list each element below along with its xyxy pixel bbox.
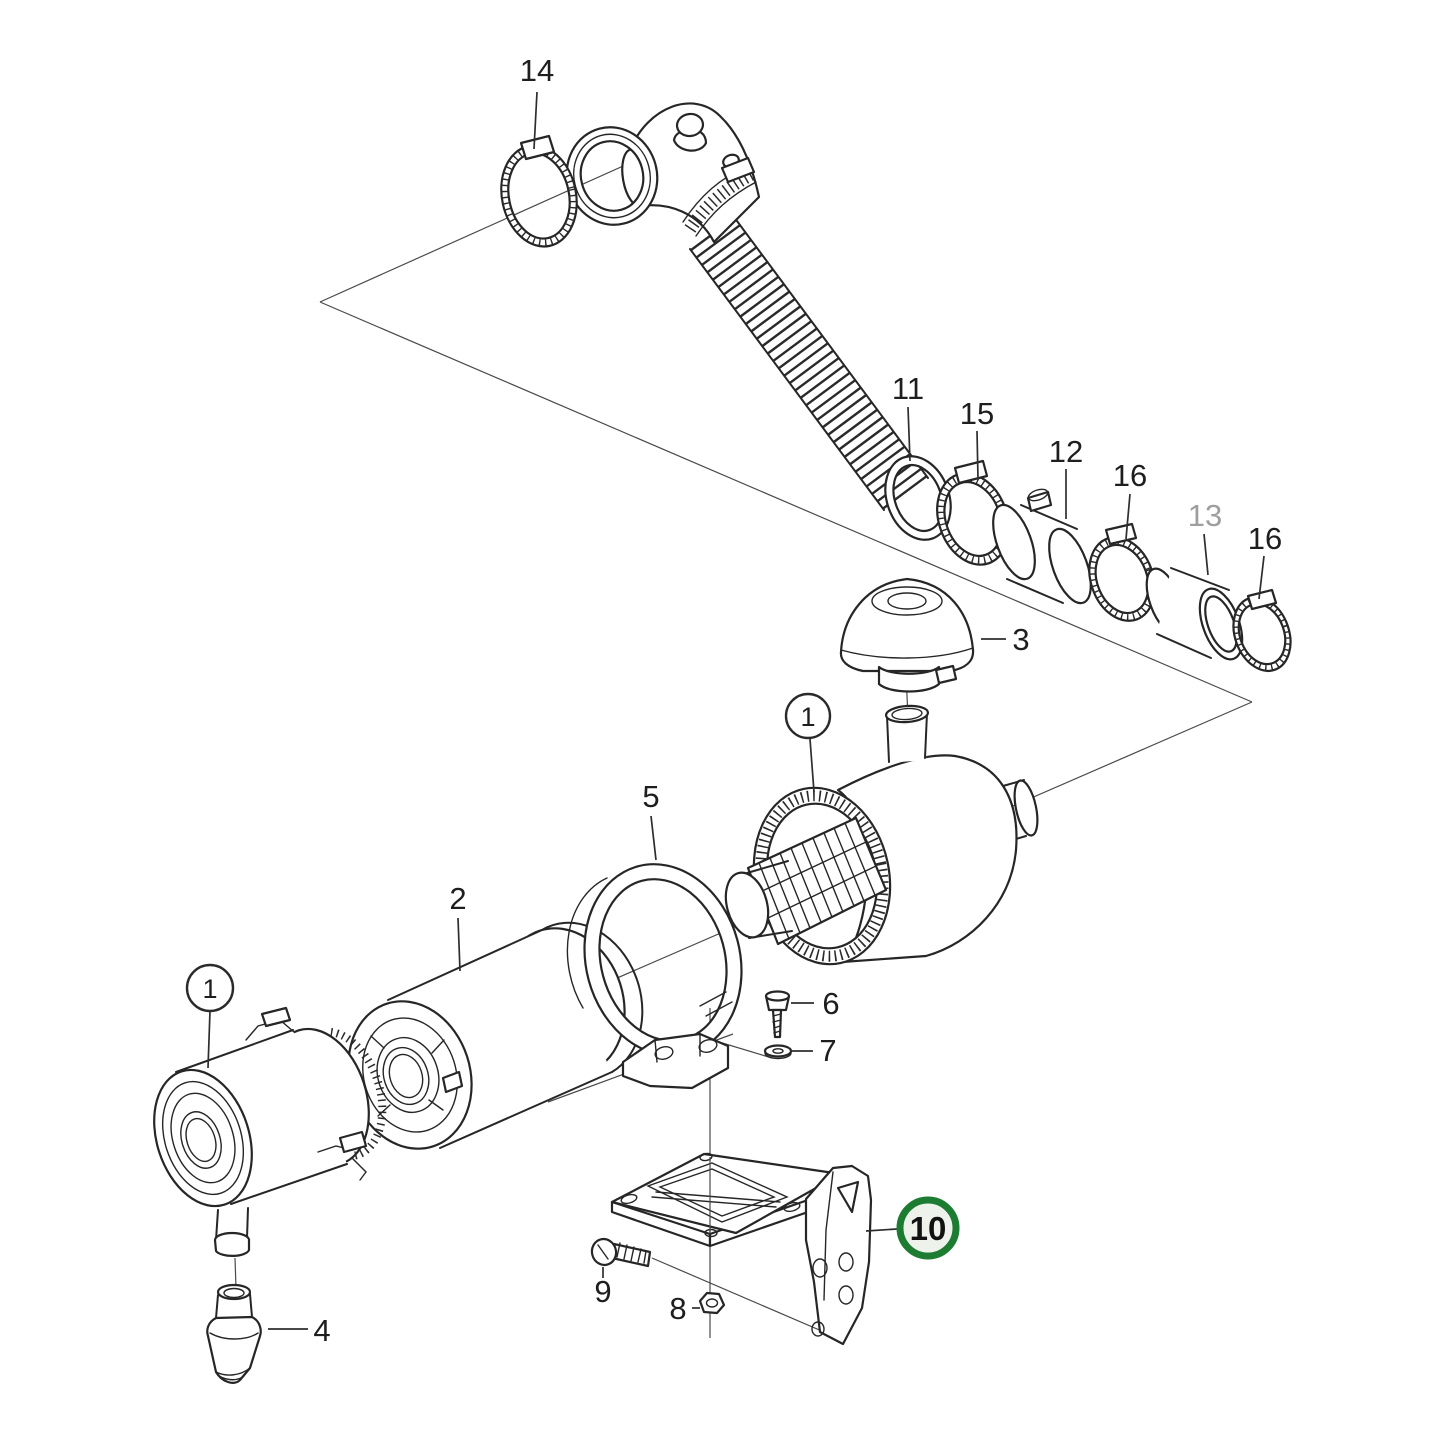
highlighted-part-badge[interactable]: 10: [896, 1196, 960, 1260]
bolt-6: [764, 990, 791, 1039]
latch-clip-right: [317, 1130, 368, 1181]
callout-labels: 14 11 15 12 16 13 16 3 5 2 6 7 9 8 4: [313, 53, 1282, 1348]
mounting-clamp-5: [566, 863, 743, 1090]
drain-spout: [213, 1207, 251, 1257]
hose-clamp-16b: [1232, 588, 1292, 672]
hose-clamp-elbow: [682, 156, 757, 237]
clamp-foot: [621, 1032, 730, 1090]
filter-housing-canister: [724, 704, 1039, 966]
washer-7: [763, 1044, 793, 1060]
callout-16a: 16: [1113, 458, 1147, 493]
latch-clip-top: [245, 1006, 295, 1041]
connector-sleeve-12: [992, 488, 1092, 605]
highlight-circle[interactable]: [896, 1196, 960, 1260]
rain-cap-3: [839, 577, 975, 693]
callout-9: 9: [594, 1274, 611, 1309]
highlighted-part-label[interactable]: 10: [910, 1210, 947, 1247]
callout-5: 5: [642, 779, 659, 814]
callout-14: 14: [520, 53, 554, 88]
callout-15: 15: [960, 396, 994, 431]
mounting-bracket-10: [610, 1152, 873, 1346]
dust-ejector-valve-4: [206, 1283, 262, 1384]
callout-leaders: [268, 91, 1265, 1330]
elbow-port-cap: [672, 112, 708, 152]
nut-8: [698, 1291, 726, 1315]
callout-12: 12: [1049, 434, 1083, 469]
callout-7: 7: [819, 1033, 836, 1068]
callout-4: 4: [313, 1313, 330, 1348]
canister-outlet-stub: [1002, 779, 1039, 843]
balloon-1-left-label: 1: [202, 974, 217, 1004]
canister-inlet-neck: [884, 704, 930, 763]
callout-2: 2: [449, 881, 466, 916]
balloon-1-right-label: 1: [800, 702, 815, 732]
filter-mesh-element: [724, 816, 888, 946]
callout-3: 3: [1012, 622, 1029, 657]
cap-collar: [877, 664, 958, 693]
callout-11: 11: [892, 371, 924, 406]
callout-6: 6: [822, 986, 839, 1021]
end-cap-drum: [153, 1006, 387, 1257]
tube-13: [1145, 567, 1244, 661]
hose-clamp-16a: [1088, 522, 1156, 622]
callout-16b: 16: [1248, 521, 1282, 556]
callout-13-muted: 13: [1188, 498, 1222, 533]
hose-clamp-14: [500, 134, 578, 248]
corrugated-hose: [688, 215, 930, 512]
balloon-1-left: 1: [185, 963, 235, 1069]
callout-8: 8: [669, 1291, 686, 1326]
bolt-9: [590, 1237, 652, 1268]
balloon-1-right: 1: [784, 692, 832, 793]
